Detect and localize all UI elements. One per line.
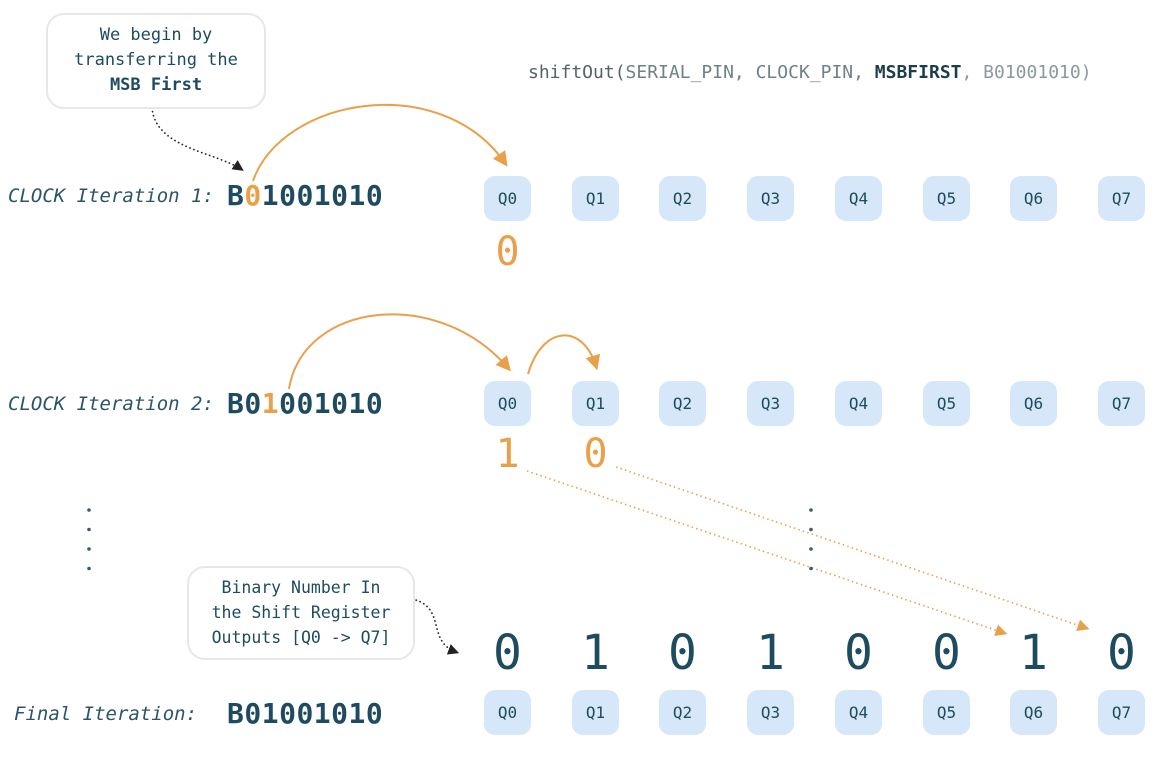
binary-bit: 1	[348, 697, 366, 730]
ellipsis-dot	[809, 508, 813, 512]
final-bit-q4: 0	[844, 625, 873, 681]
register-box-q1: Q1	[572, 381, 619, 426]
binary-bit: 0	[279, 697, 297, 730]
arc-msb-to-q0-iteration-2	[288, 313, 511, 390]
code-segment: , B01001010)	[961, 62, 1092, 83]
register-box-q5: Q5	[923, 690, 970, 735]
row-label-iteration-1: CLOCK Iteration 1:	[8, 185, 214, 207]
output-bit-q0: 0	[495, 229, 520, 275]
shift-line-q1-to-q7	[615, 466, 1090, 631]
callout-line-bold: MSB First	[109, 75, 203, 95]
arc-msb-to-q0-iteration-1	[252, 103, 508, 182]
binary-bit: 1	[313, 387, 332, 420]
callout-line: Binary Number In	[221, 578, 381, 597]
binary-value-final: B01001010	[227, 697, 383, 730]
pointer-binary-callout	[411, 598, 460, 655]
register-box-q0: Q0	[484, 176, 531, 221]
binary-bit: 0	[331, 387, 349, 420]
final-bit-q6: 1	[1019, 625, 1048, 681]
binary-bit: 0	[331, 179, 349, 212]
binary-bit: 1	[313, 179, 332, 212]
row-label-iteration-2: CLOCK Iteration 2:	[8, 393, 214, 415]
ellipsis-dot	[809, 547, 813, 551]
final-bit-q3: 1	[756, 625, 785, 681]
register-box-q4: Q4	[835, 381, 882, 426]
binary-bit: 0	[365, 179, 384, 212]
ellipsis-dots-left	[87, 508, 91, 571]
final-bit-q0: 0	[493, 625, 522, 681]
binary-bit-highlighted: 0	[244, 179, 262, 212]
binary-bit: B	[227, 179, 245, 212]
callout-line: the Shift Register	[211, 603, 391, 622]
register-box-q0: Q0	[484, 690, 531, 735]
register-box-q7: Q7	[1098, 381, 1145, 426]
binary-bit: 0	[296, 697, 314, 730]
binary-bit: B	[227, 697, 245, 730]
binary-value-iteration-2: B01001010	[227, 387, 383, 420]
register-box-q1: Q1	[572, 176, 619, 221]
register-box-q1: Q1	[572, 690, 619, 735]
register-box-q3: Q3	[747, 381, 794, 426]
register-box-q3: Q3	[747, 690, 794, 735]
register-box-q3: Q3	[747, 176, 794, 221]
binary-bit: 0	[365, 697, 384, 730]
ellipsis-dot	[87, 547, 91, 551]
ellipsis-dot	[87, 508, 91, 512]
register-box-q4: Q4	[835, 176, 882, 221]
binary-bit: 0	[365, 387, 384, 420]
register-box-q7: Q7	[1098, 690, 1145, 735]
binary-bit: 0	[279, 179, 297, 212]
ellipsis-dot	[87, 566, 91, 571]
register-box-q4: Q4	[835, 690, 882, 735]
final-bit-q1: 1	[581, 625, 610, 681]
code-segment: SERIAL_PIN, CLOCK_PIN,	[625, 62, 875, 83]
output-bit-q0: 1	[495, 431, 520, 477]
ellipsis-dot	[87, 527, 91, 532]
ellipsis-dot	[809, 527, 813, 532]
final-bit-q2: 0	[668, 625, 697, 681]
binary-value-iteration-1: B01001010	[227, 179, 383, 212]
binary-bit: 0	[331, 697, 349, 730]
binary-bit: 0	[244, 697, 262, 730]
binary-bit: B	[227, 387, 245, 420]
pointer-msb-callout	[151, 98, 244, 171]
callout-msb-first: We begin by transferring the MSB First	[46, 13, 266, 109]
register-box-q2: Q2	[659, 690, 706, 735]
ellipsis-dots-middle	[809, 508, 813, 571]
row-label-final: Final Iteration:	[14, 703, 198, 725]
binary-bit: 0	[279, 387, 297, 420]
binary-bit: 1	[313, 697, 332, 730]
register-box-q6: Q6	[1010, 381, 1057, 426]
binary-bit: 1	[348, 179, 366, 212]
callout-binary-outputs: Binary Number In the Shift Register Outp…	[187, 566, 415, 660]
binary-bit-highlighted: 1	[261, 387, 280, 420]
register-box-q5: Q5	[923, 176, 970, 221]
arc-q0-to-q1-iteration-2	[527, 334, 601, 375]
final-bit-q5: 0	[932, 625, 961, 681]
binary-bit: 0	[244, 387, 262, 420]
callout-line: Outputs [Q0 -> Q7]	[211, 628, 391, 647]
register-box-q0: Q0	[484, 381, 531, 426]
register-box-q6: Q6	[1010, 176, 1057, 221]
register-box-q2: Q2	[659, 381, 706, 426]
binary-bit: 1	[261, 697, 280, 730]
code-segment: MSBFIRST	[874, 62, 962, 83]
binary-bit: 1	[261, 179, 280, 212]
register-box-q5: Q5	[923, 381, 970, 426]
binary-bit: 0	[296, 387, 314, 420]
ellipsis-dot	[809, 566, 813, 571]
code-segment: shiftOut(	[528, 62, 626, 83]
shift-line-q0-to-q6	[526, 470, 1008, 636]
binary-bit: 0	[296, 179, 314, 212]
output-bit-q1: 0	[583, 431, 608, 477]
final-bit-q7: 0	[1107, 625, 1136, 681]
callout-line: transferring the	[74, 50, 238, 70]
register-box-q7: Q7	[1098, 176, 1145, 221]
binary-bit: 1	[348, 387, 366, 420]
callout-line: We begin by	[99, 25, 213, 45]
shiftout-code: shiftOut(SERIAL_PIN, CLOCK_PIN, MSBFIRST…	[528, 62, 1092, 83]
register-box-q6: Q6	[1010, 690, 1057, 735]
register-box-q2: Q2	[659, 176, 706, 221]
